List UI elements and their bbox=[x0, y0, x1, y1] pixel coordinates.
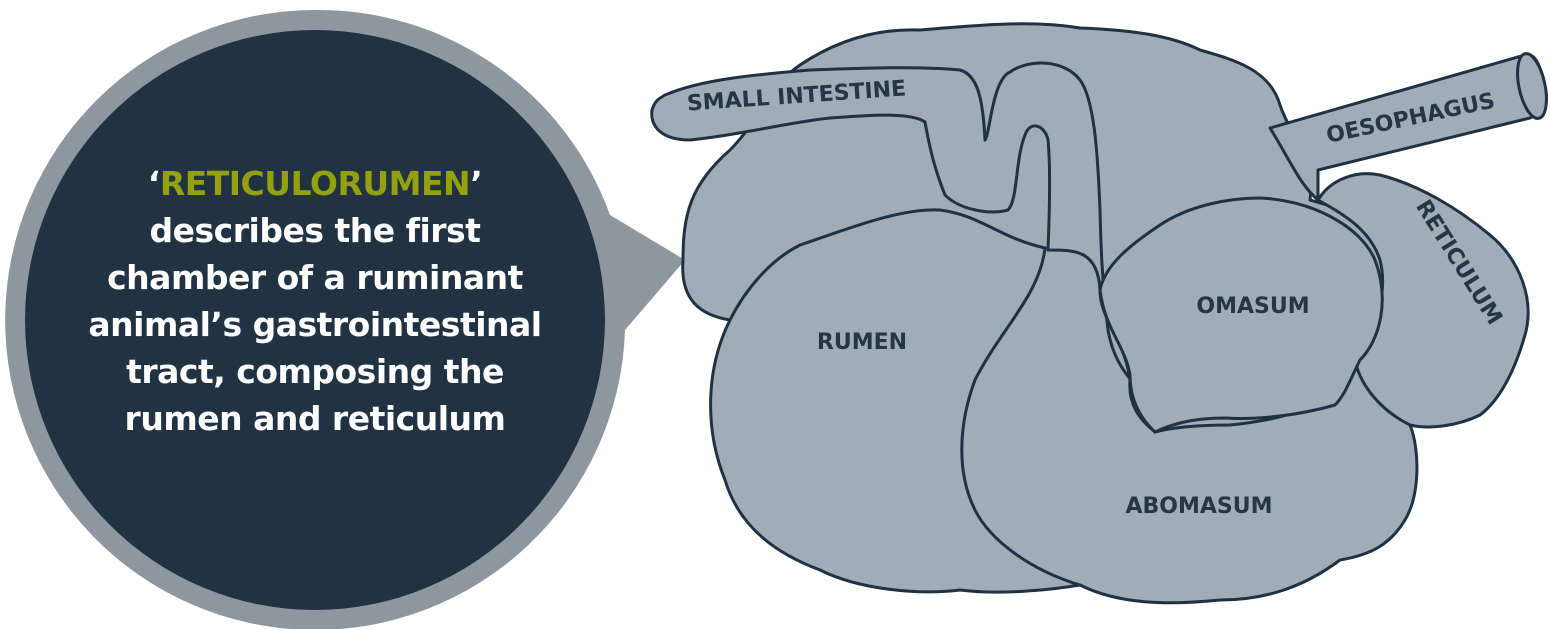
definition-line-2: chamber of a ruminant bbox=[107, 258, 523, 297]
abomasum-outline bbox=[960, 246, 1082, 587]
speech-bubble bbox=[5, 9, 685, 629]
rumen-label: RUMEN bbox=[817, 330, 907, 355]
definition-line-4: tract, composing the bbox=[126, 352, 504, 391]
definition-line-1: describes the first bbox=[149, 211, 481, 250]
omasum-label: OMASUM bbox=[1196, 294, 1309, 319]
rumen-inner-outline bbox=[728, 208, 1047, 322]
omasum-chamber bbox=[1098, 196, 1384, 434]
oesophagus-tube bbox=[1268, 52, 1548, 202]
definition-term-line: ‘RETICULORUMEN’ bbox=[70, 160, 560, 207]
oesophagus-opening bbox=[1516, 52, 1548, 120]
highlighted-term: RETICULORUMEN bbox=[159, 164, 471, 203]
abomasum-label: ABOMASUM bbox=[1125, 494, 1272, 519]
definition-line-5: rumen and reticulum bbox=[124, 399, 506, 438]
definition-line-3: animal’s gastrointestinal bbox=[88, 305, 542, 344]
quote-close: ’ bbox=[470, 164, 483, 203]
quote-open: ‘ bbox=[147, 164, 161, 203]
speech-bubble-fill bbox=[25, 30, 605, 610]
definition-text: ‘RETICULORUMEN’ describes the first cham… bbox=[70, 160, 560, 442]
